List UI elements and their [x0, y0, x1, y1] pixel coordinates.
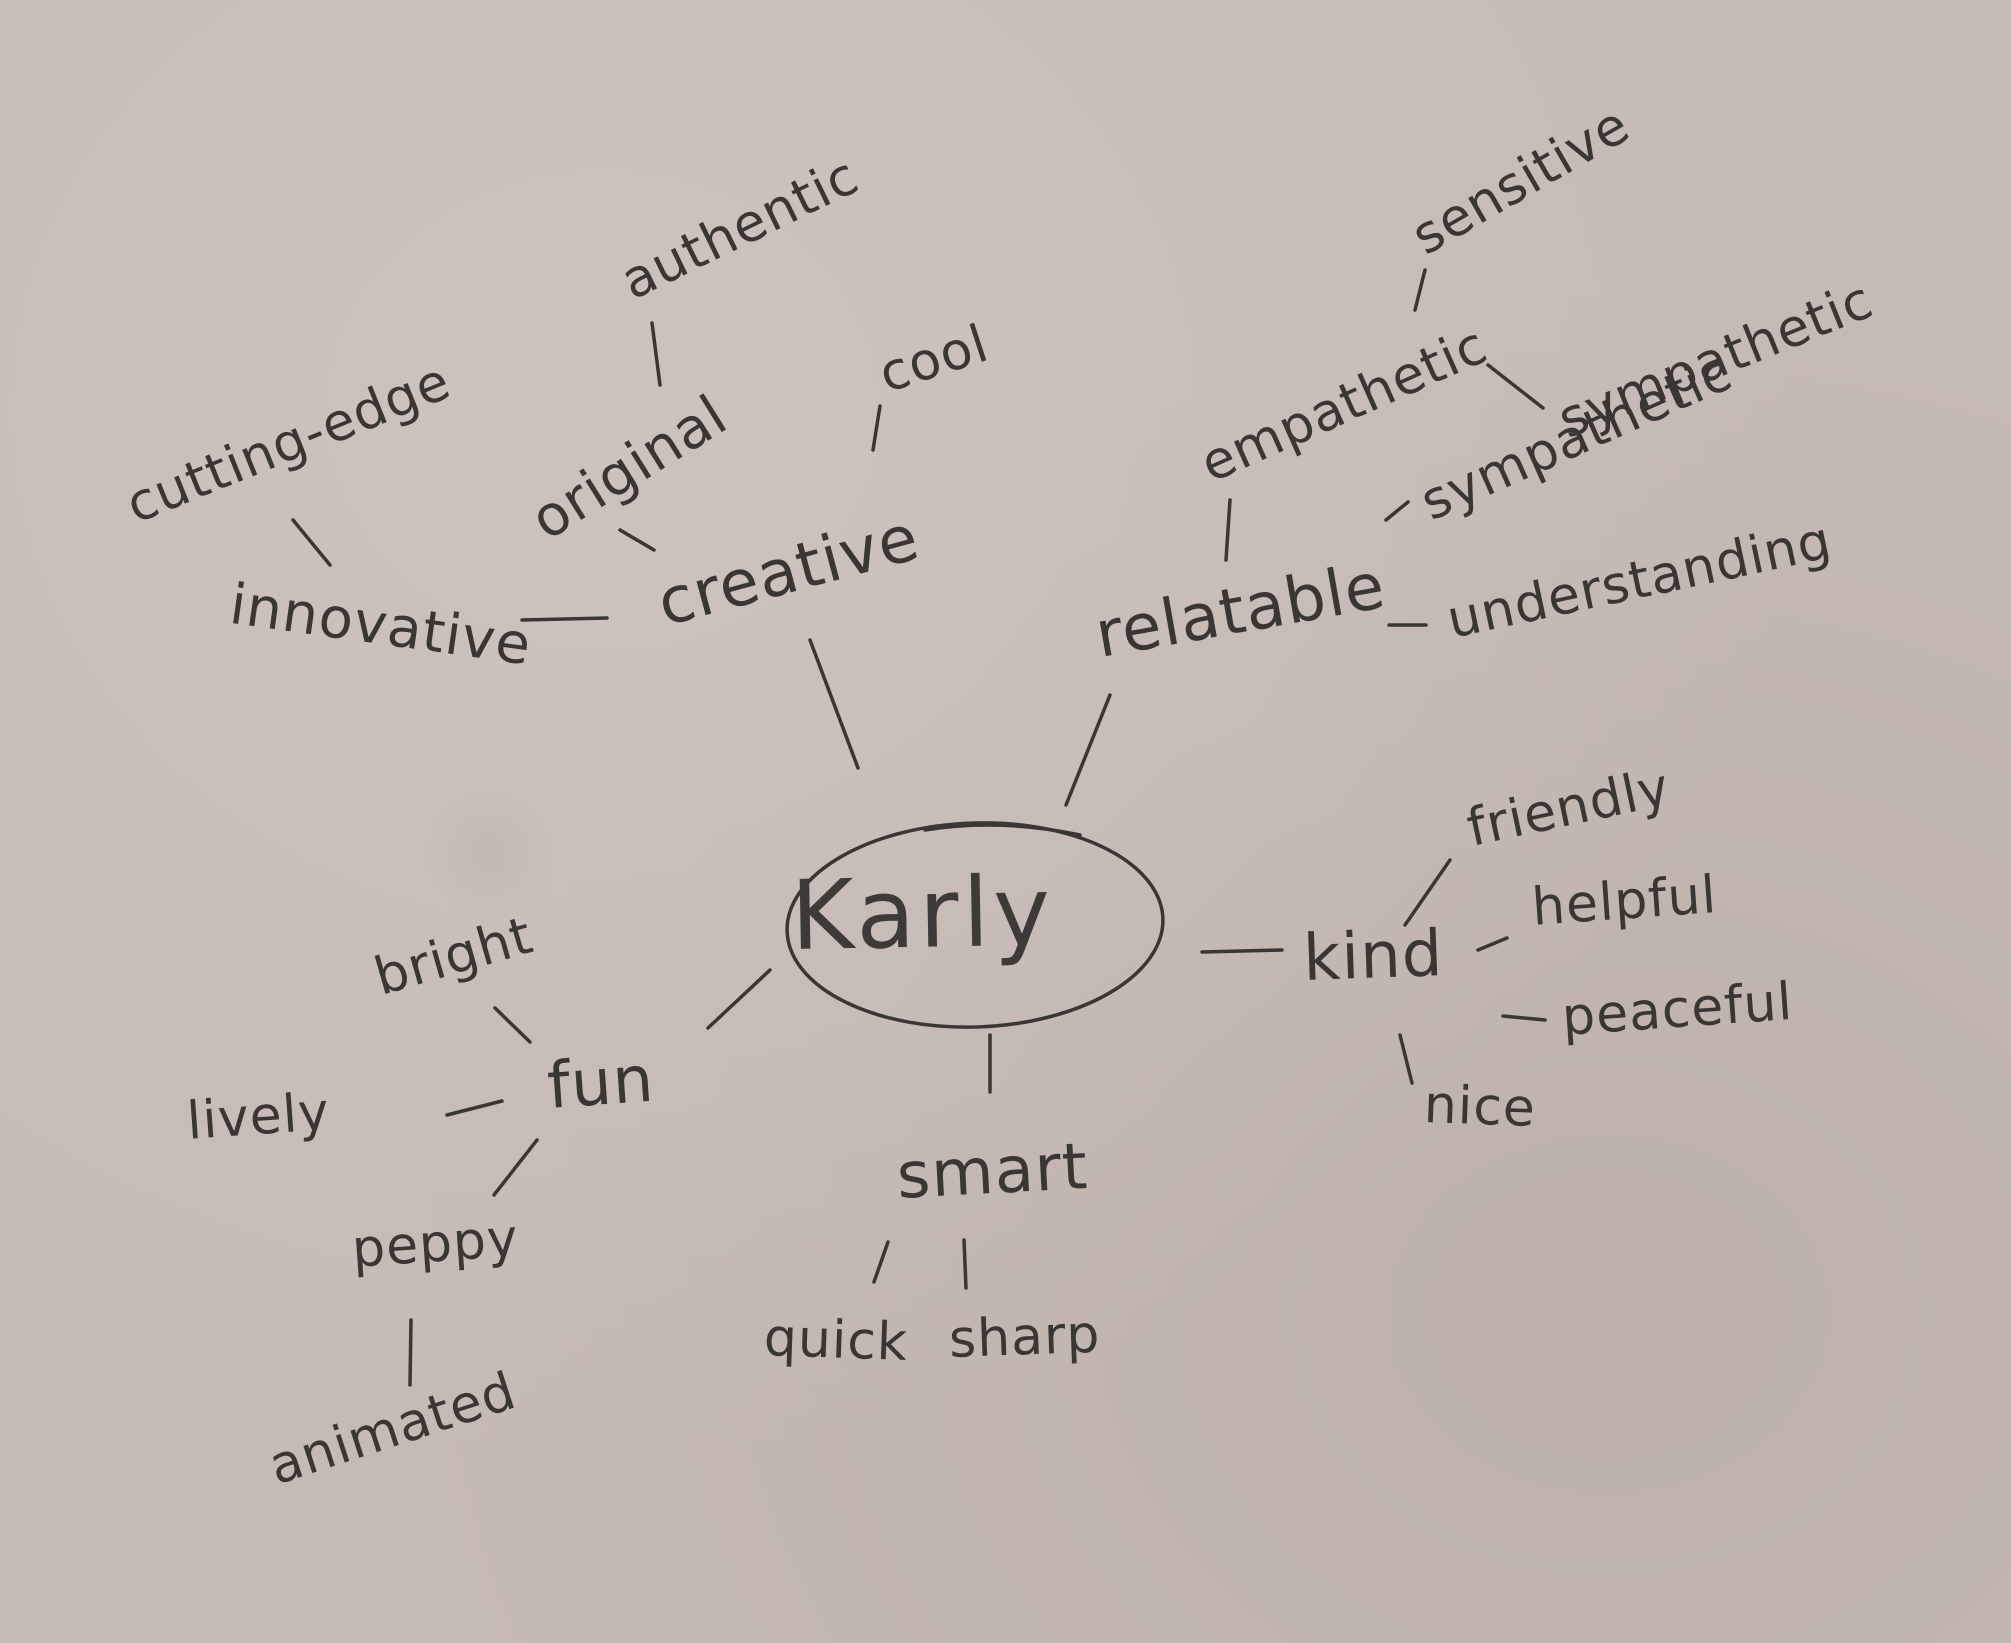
center-ellipse [785, 821, 1165, 1029]
node-nice: nice [1422, 1075, 1537, 1139]
line-original-authentic [650, 321, 662, 387]
line-fun-lively [445, 1099, 504, 1117]
line-kind-friendly [1403, 858, 1452, 927]
line-center-kind [1200, 948, 1284, 954]
node-lively: lively [185, 1082, 332, 1152]
node-peppy: peppy [350, 1208, 521, 1280]
line-innovative-cuttingedge [291, 518, 332, 567]
line-fun-bright [493, 1006, 532, 1044]
line-kind-nice [1398, 1033, 1414, 1085]
node-kind: kind [1302, 917, 1445, 996]
line-creative-original [618, 528, 656, 552]
line-kind-helpful [1476, 936, 1509, 952]
line-creative-innovative [520, 616, 609, 622]
line-creative-cool [871, 404, 882, 452]
node-smart: smart [895, 1129, 1090, 1214]
line-empathetic-sympathetic [1486, 363, 1545, 410]
line-smart-quick [872, 1240, 890, 1284]
line-relatable-sympathetic [1384, 500, 1410, 522]
line-center-relatable [1064, 693, 1112, 807]
node-fun: fun [545, 1042, 657, 1124]
line-relatable-empathetic [1224, 498, 1232, 562]
line-center-creative [808, 638, 860, 770]
line-fun-peppy [492, 1138, 539, 1197]
ellipse-overlap [923, 823, 1082, 837]
line-empathetic-sensitive [1413, 268, 1427, 312]
line-peppy-animated [408, 1318, 413, 1387]
line-smart-sharp [962, 1238, 968, 1290]
node-quick: quick [762, 1308, 910, 1373]
center-label: Karly [790, 855, 1055, 972]
node-sharp: sharp [948, 1304, 1102, 1370]
line-kind-peaceful [1501, 1014, 1547, 1022]
line-center-fun [706, 968, 772, 1030]
